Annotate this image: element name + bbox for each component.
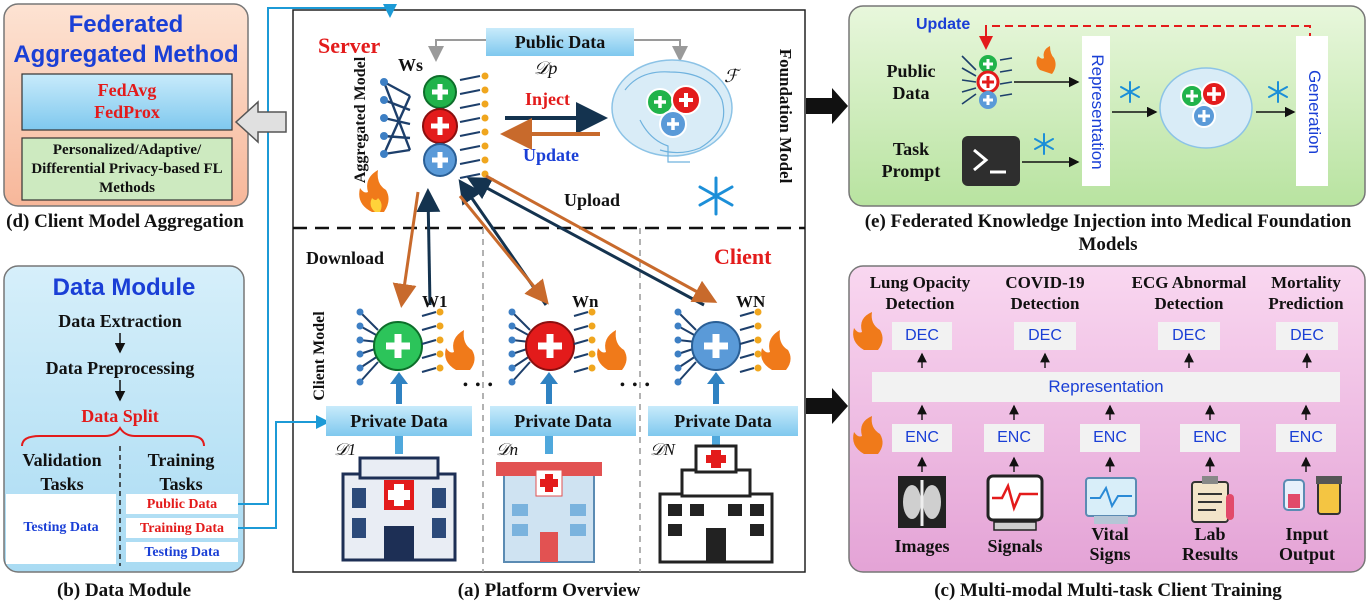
hospital-icon	[658, 444, 774, 564]
input-output-icon	[1283, 476, 1342, 515]
update-label-e: Update	[916, 16, 971, 33]
dec-box-3: DEC	[1172, 327, 1206, 344]
upload-label: Upload	[564, 190, 621, 210]
ellipsis-2: • • •	[620, 378, 652, 393]
task-prompt-label: Task Prompt	[881, 139, 941, 181]
enc-box-1: ENC	[905, 429, 939, 446]
caption-d: (d) Client Model Aggregation	[6, 211, 244, 232]
testing-data-right: Testing Data	[144, 545, 220, 560]
xray-image-icon	[898, 476, 946, 528]
snowflake-icon	[1034, 81, 1288, 155]
panel-c-bg	[848, 265, 1366, 573]
validation-tasks-label: Validation Tasks	[22, 450, 102, 494]
private-data-box-n: Private Data	[490, 406, 636, 436]
dec-box-2: DEC	[1028, 327, 1062, 344]
modality-lab-results: Lab Results	[1181, 524, 1238, 564]
step-data-split: Data Split	[81, 406, 159, 426]
foundation-brain-icon	[611, 59, 733, 163]
client-model-n-icon	[508, 308, 596, 386]
f-symbol: ℱ	[724, 66, 739, 86]
client-model-label: Client Model	[311, 311, 328, 401]
modality-vital-signs: Vital Signs	[1089, 524, 1131, 564]
private-data-box-N: Private Data	[648, 406, 798, 436]
d1-symbol: 𝒟1	[334, 440, 357, 459]
fire-icon	[1036, 46, 1056, 74]
dec-box-1: DEC	[905, 327, 939, 344]
task-ecg: ECG Abnormal Detection	[1131, 273, 1247, 313]
dp-symbol: 𝒟p	[534, 58, 558, 78]
aggregated-model-icon	[380, 72, 489, 179]
caption-a: (a) Platform Overview	[457, 580, 641, 601]
enc-box-2: ENC	[997, 429, 1031, 446]
representation-bar: Representation	[1048, 377, 1164, 396]
public-data-label-e: Public Data	[886, 61, 936, 103]
task-lung-opacity: Lung Opacity Detection	[869, 273, 971, 313]
hospital-icon	[341, 456, 457, 562]
representation-label-e: Representation	[1088, 54, 1107, 170]
training-tasks-label: Training Tasks	[147, 450, 215, 494]
fire-icon	[445, 330, 791, 370]
ellipsis-1: • • •	[463, 378, 495, 393]
training-data-item: Training Data	[139, 521, 225, 536]
public-data-box: Public Data	[486, 28, 634, 56]
enc-box-4: ENC	[1193, 429, 1227, 446]
private-data-box-1: Private Data	[326, 406, 472, 436]
caption-b: (b) Data Module	[56, 580, 192, 601]
dn-symbol: 𝒟n	[496, 440, 519, 459]
generation-label-e: Generation	[1305, 69, 1324, 155]
hospital-icon	[496, 462, 602, 563]
server-label: Server	[318, 33, 381, 58]
enc-box-5: ENC	[1289, 429, 1323, 446]
other-fl-methods: Personalized/Adaptive/ Differential Priv…	[31, 142, 223, 196]
dec-box-4: DEC	[1290, 327, 1324, 344]
mini-model-icon	[961, 55, 1013, 109]
download-label: Download	[306, 248, 385, 268]
task-mortality: Mortality Prediction	[1268, 273, 1344, 313]
wN-symbol: WN	[736, 292, 766, 311]
ecg-monitor-icon	[986, 474, 1044, 531]
public-data-item: Public Data	[146, 497, 218, 512]
wn-symbol: Wn	[572, 292, 599, 311]
ws-symbol: Ws	[398, 55, 424, 75]
aggregation-title: Federated Aggregated Method	[13, 11, 239, 68]
modality-images: Images	[894, 536, 950, 556]
foundation-brain-icon	[1159, 67, 1253, 149]
caption-e: (e) Federated Knowledge Injection into M…	[864, 211, 1352, 255]
lab-results-icon	[1191, 476, 1234, 523]
w1-symbol: W1	[422, 292, 448, 311]
fire-icon	[853, 312, 883, 454]
client-label: Client	[714, 244, 772, 269]
method-fedprox: FedProx	[94, 102, 160, 122]
terminal-icon	[962, 136, 1020, 186]
fire-icon	[359, 170, 389, 212]
vital-signs-icon	[1085, 477, 1137, 524]
data-module-title: Data Module	[52, 274, 196, 301]
testing-data-left: Testing Data	[23, 520, 99, 535]
caption-c: (c) Multi-modal Multi-task Client Traini…	[934, 580, 1282, 601]
enc-box-3: ENC	[1093, 429, 1127, 446]
inject-label: Inject	[525, 89, 570, 109]
update-label: Update	[523, 145, 580, 165]
foundation-model-label: Foundation Model	[776, 48, 795, 184]
task-covid: COVID-19 Detection	[1005, 273, 1085, 313]
snowflake-icon	[698, 176, 734, 216]
aggregated-model-label: Aggregated Model	[352, 56, 369, 184]
modality-input-output: Input Output	[1278, 524, 1336, 564]
step-data-preprocessing: Data Preprocessing	[45, 358, 195, 378]
dN-symbol: 𝒟N	[650, 440, 675, 459]
step-data-extraction: Data Extraction	[58, 311, 182, 331]
client-model-1-icon	[356, 308, 444, 386]
method-fedavg: FedAvg	[97, 80, 157, 100]
client-model-N-icon	[674, 308, 762, 386]
modality-signals: Signals	[987, 536, 1043, 556]
